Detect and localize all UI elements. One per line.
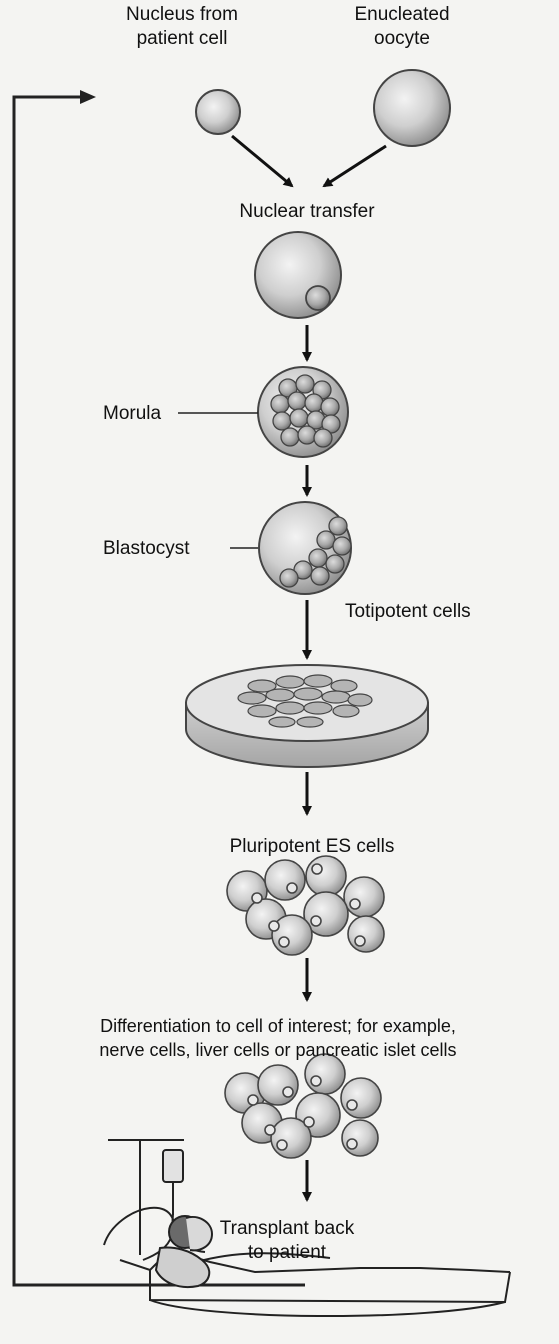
totipotent-label: Totipotent cells — [345, 601, 471, 622]
differentiated-cells-cluster-icon — [225, 1054, 381, 1158]
transplant-label-line1: Transplant back — [220, 1218, 355, 1239]
morula-label: Morula — [103, 403, 162, 424]
nuclear-transfer-label: Nuclear transfer — [239, 201, 375, 222]
nuclear-transfer-cell-icon — [255, 232, 341, 318]
oocyte-label-line1: Enucleated — [354, 4, 449, 25]
es-cells-cluster-icon — [227, 856, 384, 955]
culture-dish-icon — [186, 665, 428, 767]
blastocyst-icon — [259, 502, 351, 594]
arrow-oocyte-to-transfer — [324, 146, 386, 186]
patient-nucleus-icon — [196, 90, 240, 134]
morula-icon — [258, 367, 348, 457]
arrow-nucleus-to-transfer — [232, 136, 292, 186]
pluripotent-label: Pluripotent ES cells — [230, 836, 395, 857]
blastocyst-label: Blastocyst — [103, 538, 190, 559]
differentiation-label-line2: nerve cells, liver cells or pancreatic i… — [99, 1040, 456, 1060]
oocyte-icon — [374, 70, 450, 146]
nucleus-label-line1: Nucleus from — [126, 4, 238, 25]
oocyte-label-line2: oocyte — [374, 28, 430, 49]
transplant-label-line2: to patient — [248, 1242, 327, 1263]
differentiation-label-line1: Differentiation to cell of interest; for… — [100, 1016, 456, 1036]
nucleus-label-line2: patient cell — [137, 28, 228, 49]
